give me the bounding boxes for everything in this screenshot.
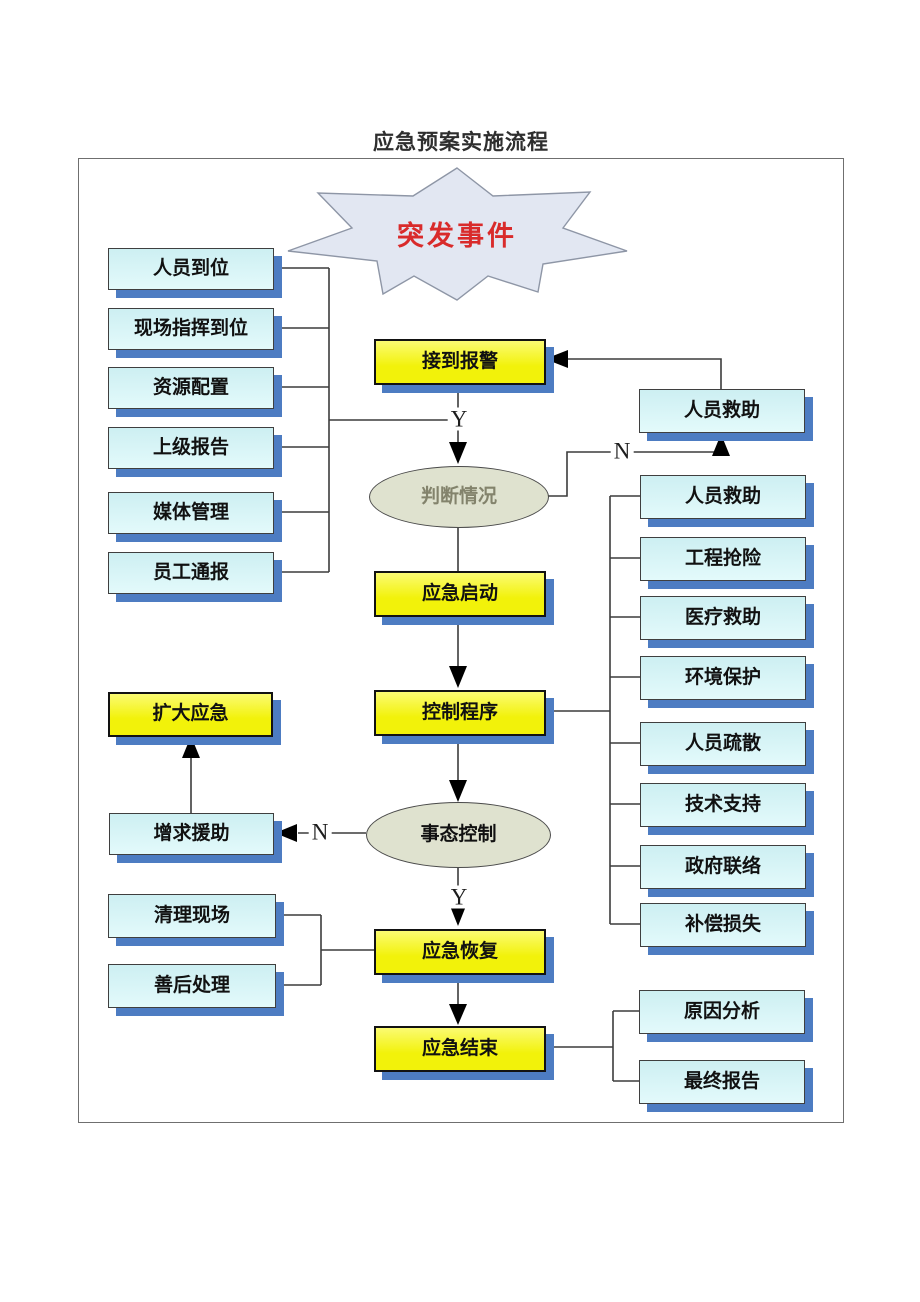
- node-final-report: 最终报告: [639, 1060, 805, 1104]
- node-personnel-evacuation: 人员疏散: [640, 722, 806, 766]
- label-no-right: N: [610, 439, 634, 463]
- node-personnel-in-place: 人员到位: [108, 248, 274, 290]
- node-government-liaison: 政府联络: [640, 845, 806, 889]
- node-aftermath-handling: 善后处理: [108, 964, 276, 1008]
- main-flow-connectors: [449, 381, 467, 1025]
- node-request-assistance: 增求援助: [109, 813, 274, 855]
- node-superior-report: 上级报告: [108, 427, 274, 469]
- left-group-connectors: [272, 267, 458, 573]
- node-emergency-start: 应急启动: [374, 571, 546, 617]
- node-staff-notification: 员工通报: [108, 552, 274, 594]
- node-personnel-rescue: 人员救助: [640, 475, 806, 519]
- burst-incident-label: 突发事件: [397, 220, 517, 251]
- expand-emergency-connector: [182, 736, 200, 813]
- node-medical-rescue: 医疗救助: [640, 596, 806, 640]
- node-control-procedure: 控制程序: [374, 690, 546, 736]
- node-environment-protection: 环境保护: [640, 656, 806, 700]
- diagram-title: 应急预案实施流程: [373, 131, 549, 154]
- node-technical-support: 技术支持: [640, 783, 806, 827]
- node-resource-allocation: 资源配置: [108, 367, 274, 409]
- node-compensation-loss: 补偿损失: [640, 903, 806, 947]
- label-yes-bottom: Y: [447, 885, 471, 909]
- node-assess-situation: 判断情况: [369, 466, 549, 528]
- burst-shape: [287, 167, 628, 301]
- node-receive-alarm: 接到报警: [374, 339, 546, 385]
- node-expand-emergency: 扩大应急: [108, 692, 273, 737]
- node-emergency-recovery: 应急恢复: [374, 929, 546, 975]
- node-emergency-end: 应急结束: [374, 1026, 546, 1072]
- node-site-cleanup: 清理现场: [108, 894, 276, 938]
- label-no-left: N: [308, 820, 332, 844]
- node-engineering-rescue: 工程抢险: [640, 537, 806, 581]
- node-situation-control: 事态控制: [366, 802, 551, 868]
- no-right-connector: [548, 434, 730, 497]
- node-onsite-command-in-place: 现场指挥到位: [108, 308, 274, 350]
- cleanup-bracket-connectors: [274, 914, 375, 986]
- node-cause-analysis: 原因分析: [639, 990, 805, 1034]
- rescue-feedback-connector: [545, 350, 722, 389]
- node-personnel-rescue-top: 人员救助: [639, 389, 805, 433]
- label-yes-top: Y: [447, 407, 471, 431]
- end-bracket-connectors: [544, 1010, 639, 1082]
- right-group-connectors: [543, 495, 640, 925]
- node-media-management: 媒体管理: [108, 492, 274, 534]
